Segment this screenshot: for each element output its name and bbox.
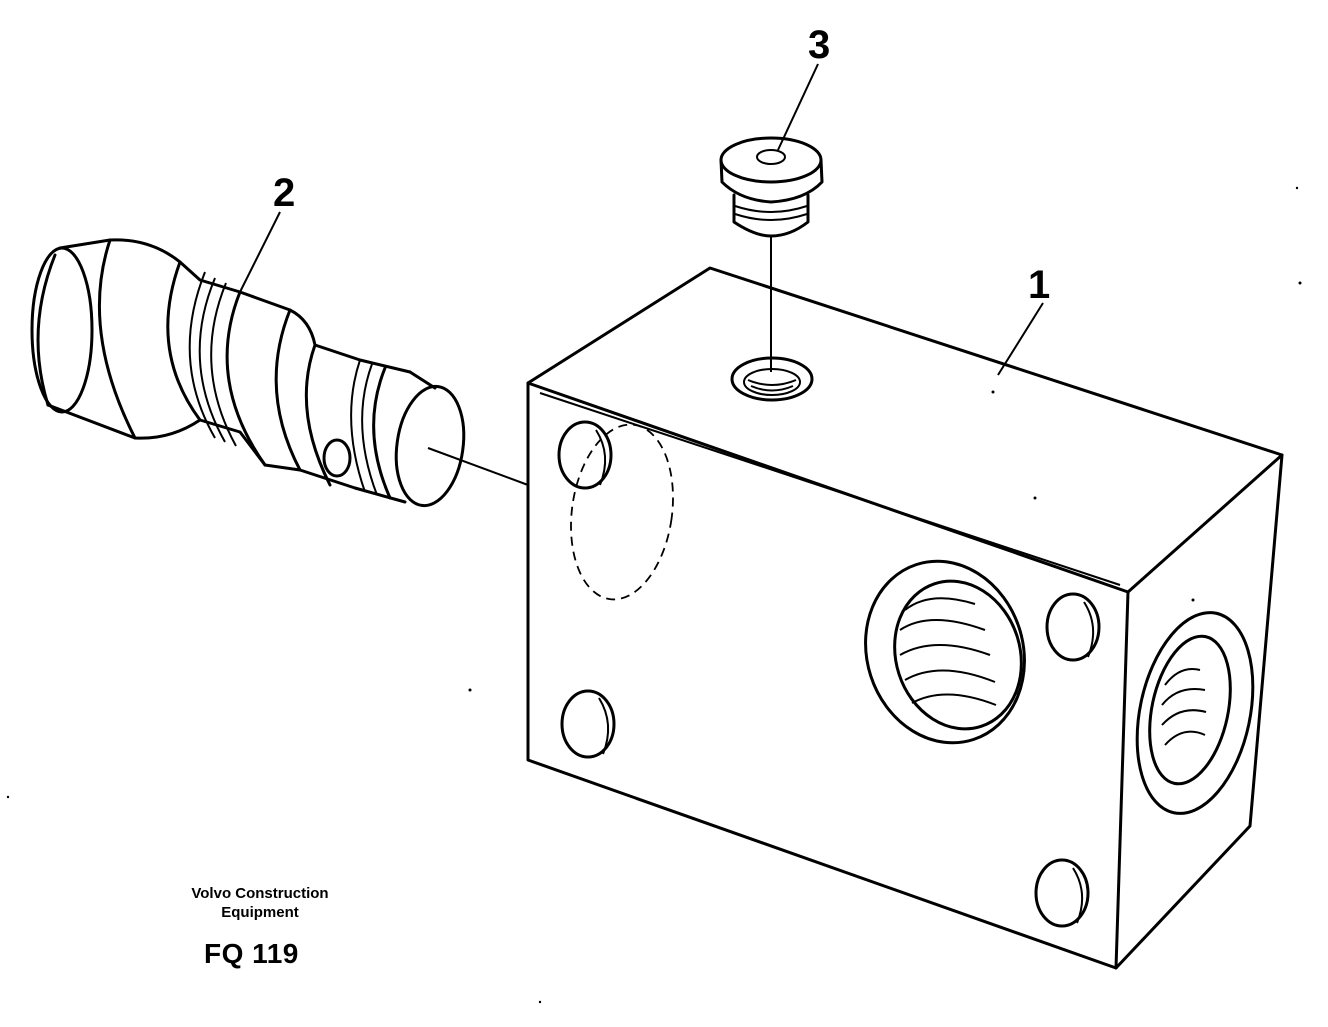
manufacturer-caption: Volvo Construction Equipment <box>160 884 360 922</box>
side-port <box>1135 611 1255 815</box>
plug <box>719 136 824 238</box>
svg-text:1: 1 <box>1028 263 1050 307</box>
caption-line-2: Equipment <box>221 904 299 921</box>
assembly-lines <box>427 236 772 486</box>
hidden-passage <box>570 423 674 601</box>
callout-1: 1 <box>997 263 1050 376</box>
callout-3: 3 <box>777 23 830 151</box>
bolt-hole-right-upper <box>1045 592 1101 662</box>
front-main-port <box>864 559 1026 745</box>
bolt-hole-right-lower <box>1034 858 1090 928</box>
valve-block <box>526 266 1284 970</box>
svg-text:2: 2 <box>273 171 295 215</box>
figure-code: FQ 119 <box>204 938 299 969</box>
caption-line-1: Volvo Construction <box>191 885 329 902</box>
callout-2: 2 <box>239 171 295 293</box>
bolt-hole-bottom-left <box>560 689 616 759</box>
cartridge-valve <box>30 238 466 508</box>
svg-text:3: 3 <box>808 23 830 67</box>
bolt-hole-top-left <box>557 420 613 490</box>
